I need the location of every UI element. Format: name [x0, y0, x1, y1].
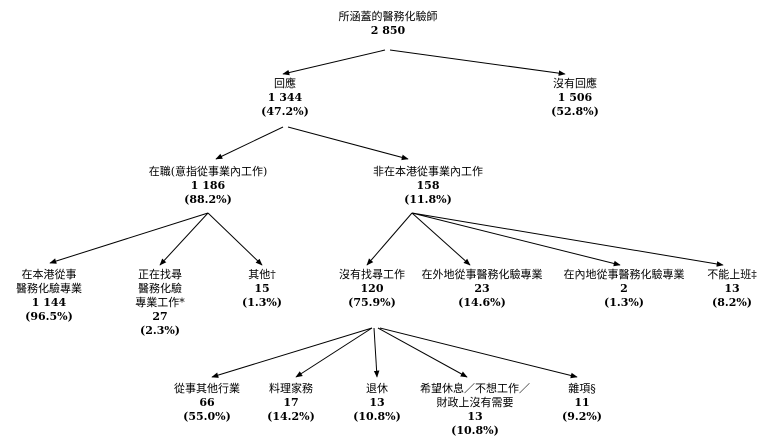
node-not-seeking: 沒有找尋工作 120 (75.9%) — [322, 268, 422, 310]
node-percent: (1.3%) — [604, 296, 644, 309]
node-count: 27 — [152, 310, 168, 323]
arrow-not-employed-to-overseas — [411, 212, 471, 266]
arrow-not-seeking-to-retired — [373, 327, 380, 378]
node-root: 所涵蓋的醫務化驗師 2 850 — [308, 10, 468, 38]
arrow-employed-to-seeking — [159, 212, 209, 266]
arrow-employed-to-practising — [49, 212, 209, 264]
node-percent: (10.8%) — [353, 410, 401, 423]
node-responded: 回應 1 344 (47.2%) — [235, 77, 335, 119]
node-retired: 退休 13 (10.8%) — [345, 382, 409, 424]
node-percent: (2.3%) — [140, 324, 180, 337]
node-percent: (47.2%) — [261, 105, 309, 118]
node-label: 在內地從事醫務化驗專業 — [563, 268, 685, 281]
node-count: 23 — [474, 282, 490, 295]
node-overseas: 在外地從事醫務化驗專業 23 (14.6%) — [412, 268, 552, 310]
node-label: 料理家務 — [269, 382, 313, 395]
node-percent: (1.3%) — [242, 296, 282, 309]
node-label: 沒有回應 — [553, 77, 597, 90]
node-label-line2: 醫務化驗 — [138, 282, 182, 295]
arrow-not-seeking-to-other-industry — [211, 327, 373, 378]
arrow-not-employed-to-unable — [411, 212, 724, 267]
node-percent: (10.8%) — [451, 424, 499, 437]
arrow-not-seeking-to-household — [295, 327, 373, 378]
node-label: 其他† — [248, 268, 276, 281]
node-percent: (75.9%) — [348, 296, 396, 309]
node-label-line2: 財政上沒有需要 — [436, 396, 514, 409]
node-label: 非在本港從事業內工作 — [373, 165, 483, 178]
node-count: 1 506 — [557, 91, 593, 104]
arrow-responded-to-not-employed — [287, 126, 409, 161]
node-count: 1 186 — [190, 179, 226, 192]
node-count: 158 — [416, 179, 440, 192]
node-label: 退休 — [366, 382, 388, 395]
node-percent: (14.6%) — [458, 296, 506, 309]
node-percent: (9.2%) — [562, 410, 602, 423]
node-count: 2 — [620, 282, 628, 295]
node-percent: (96.5%) — [25, 310, 73, 323]
node-count: 17 — [283, 396, 299, 409]
node-percent: (52.8%) — [551, 105, 599, 118]
node-unable: 不能上班‡ 13 (8.2%) — [700, 268, 764, 310]
node-label: 正在找尋 — [138, 268, 182, 281]
node-label: 在職(意指從事業內工作) — [148, 165, 268, 178]
node-label: 在外地從事醫務化驗專業 — [421, 268, 543, 281]
node-count: 1 144 — [31, 296, 67, 309]
node-mainland: 在內地從事醫務化驗專業 2 (1.3%) — [554, 268, 694, 310]
node-label: 沒有找尋工作 — [339, 268, 405, 281]
node-practising-hk: 在本港從事 醫務化驗專業 1 144 (96.5%) — [4, 268, 94, 324]
node-count: 15 — [254, 282, 270, 295]
node-count: 1 344 — [267, 91, 303, 104]
node-other-industry: 從事其他行業 66 (55.0%) — [162, 382, 252, 424]
node-count: 11 — [574, 396, 590, 409]
arrow-root-to-responded — [282, 49, 386, 76]
arrow-not-employed-to-mainland — [411, 212, 621, 267]
arrow-not-seeking-to-rest — [377, 327, 468, 378]
node-employed: 在職(意指從事業內工作) 1 186 (88.2%) — [128, 165, 288, 207]
node-count: 13 — [467, 410, 483, 423]
node-household: 料理家務 17 (14.2%) — [256, 382, 326, 424]
node-seeking: 正在找尋 醫務化驗 專業工作* 27 (2.3%) — [118, 268, 202, 338]
node-percent: (88.2%) — [184, 193, 232, 206]
node-others: 其他† 15 (1.3%) — [232, 268, 292, 310]
node-percent: (8.2%) — [712, 296, 752, 309]
node-label-line3: 專業工作* — [135, 296, 185, 309]
node-percent: (11.8%) — [404, 193, 452, 206]
node-count: 66 — [199, 396, 215, 409]
arrow-responded-to-employed — [215, 126, 284, 160]
arrow-root-to-no-response — [389, 49, 566, 76]
node-misc: 雜項§ 11 (9.2%) — [550, 382, 614, 424]
node-label-line2: 醫務化驗專業 — [16, 282, 82, 295]
node-count: 13 — [369, 396, 385, 409]
node-count: 13 — [724, 282, 740, 295]
node-count: 120 — [360, 282, 384, 295]
node-count: 2 850 — [370, 24, 406, 37]
node-rest: 希望休息／不想工作／ 財政上沒有需要 13 (10.8%) — [410, 382, 540, 438]
node-label: 希望休息／不想工作／ — [420, 382, 530, 395]
node-percent: (55.0%) — [183, 410, 231, 423]
node-label: 回應 — [274, 77, 296, 90]
node-not-employed-hk: 非在本港從事業內工作 158 (11.8%) — [348, 165, 508, 207]
arrow-not-employed-to-not-seeking — [366, 212, 413, 266]
node-label: 雜項§ — [568, 382, 596, 395]
node-label: 在本港從事 — [21, 268, 77, 281]
node-percent: (14.2%) — [267, 410, 315, 423]
node-label: 從事其他行業 — [174, 382, 240, 395]
arrow-not-seeking-to-misc — [379, 327, 578, 379]
arrow-employed-to-others — [207, 212, 263, 266]
node-label: 不能上班‡ — [707, 268, 757, 281]
node-label: 所涵蓋的醫務化驗師 — [338, 10, 438, 23]
node-no-response: 沒有回應 1 506 (52.8%) — [525, 77, 625, 119]
